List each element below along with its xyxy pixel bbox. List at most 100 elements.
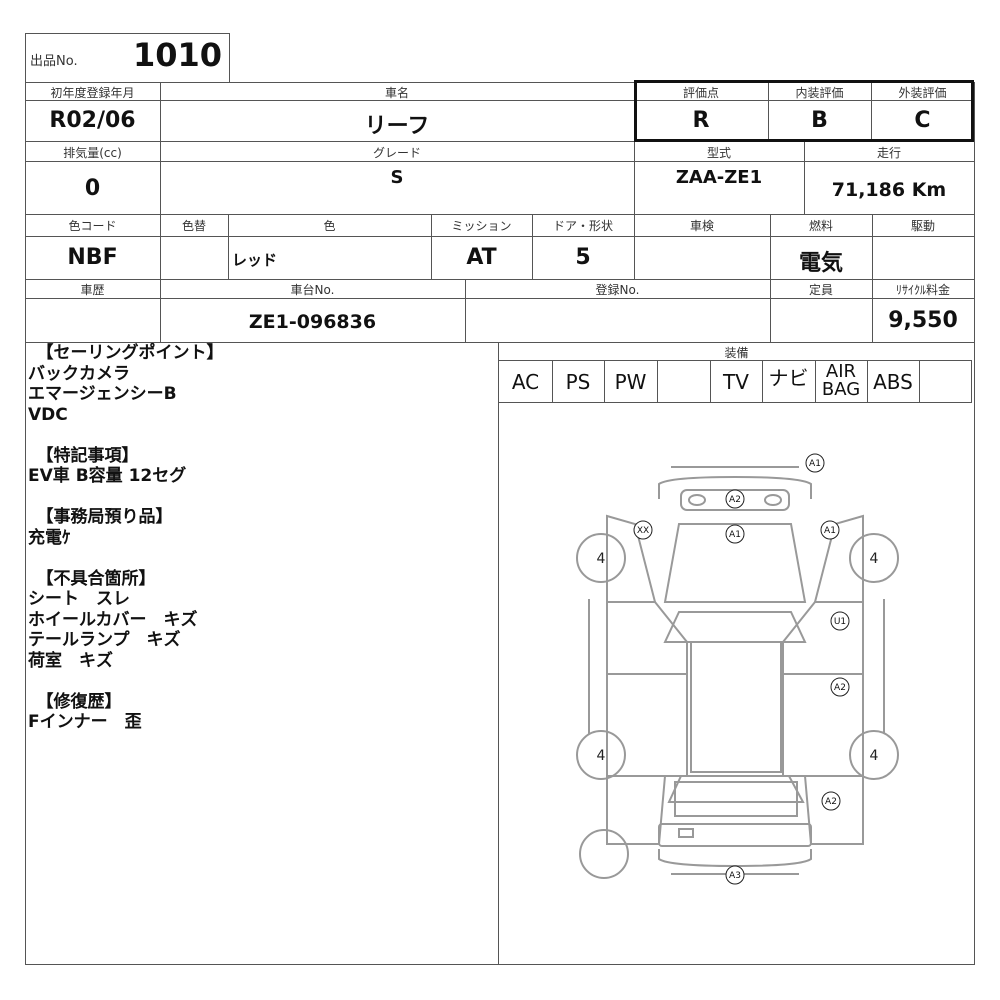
interior-value: B [811,108,828,133]
hline [25,342,975,343]
score-label: 評価点 [682,86,719,100]
tire-depth-rear-right: 4 [870,748,879,764]
trunk [674,781,798,817]
damage-mark-right-fender: A1 [824,526,836,536]
damage-mark-front-bumper: A1 [809,459,821,469]
color-change-label: 色替 [181,219,206,233]
hline [25,298,975,299]
mileage-value: 71,186 Km [831,179,947,201]
equipment-abs: ABS [873,370,913,394]
rear-window [667,775,805,803]
lot-box [25,33,230,83]
vline [465,279,466,342]
damage-mark-circle [633,520,653,540]
vline [498,342,499,965]
damage-mark-hood: A1 [729,530,741,540]
equipment-airbag: AIR BAG [821,361,861,400]
capacity-label: 定員 [808,283,833,297]
damage-mark-grille: A2 [729,495,741,505]
color-value: レッド [232,251,278,269]
damage-mark-right-rear-door: A2 [834,683,846,693]
displacement-label: 排気量(cc) [63,146,122,160]
hline [25,279,975,280]
vline [160,82,161,279]
equipment-row [499,360,972,403]
drive-label: 駆動 [910,219,935,233]
damage-mark-circle [725,865,745,885]
tire-rear-right [849,730,899,780]
first-reg-label: 初年度登録年月 [50,86,135,100]
vline [804,141,805,214]
rating-box [634,80,974,142]
exterior-label: 外装評価 [898,86,947,100]
equipment-ac: AC [511,370,540,394]
damage-mark-right-rear-fender: A2 [825,797,837,807]
displacement-value: 0 [84,176,101,201]
hline [25,236,975,237]
vline [770,214,771,342]
equipment-pw: PW [614,370,647,394]
mission-label: ミッション [451,219,512,233]
lot-number: 1010 [132,36,223,74]
grade-value: S [390,167,404,188]
rear-bumper [658,823,812,847]
mileage-label: 走行 [876,146,901,160]
vline [532,214,533,279]
fuel-value: 電気 [798,251,843,276]
vline [768,82,769,141]
vline [919,360,920,403]
vline [431,214,432,279]
car-damage-diagram: 4 4 4 4 A1 A2 XX A1 A1 U1 A2 A2 A3 [576,453,899,885]
hline [25,161,975,162]
chassis-value: ZE1-096836 [248,311,377,333]
score-value: R [692,108,710,133]
inspection-label: 車検 [689,219,714,233]
spare-tire [579,829,629,879]
equipment-ps: PS [565,370,591,394]
damage-mark-circle [725,489,745,509]
hline [25,100,975,101]
vline [710,360,711,403]
damage-mark-circle [830,677,850,697]
tire-depth-front-left: 4 [597,551,606,567]
hood [663,523,807,603]
damage-mark-circle [820,520,840,540]
fuel-label: 燃料 [808,219,833,233]
equipment-tv: TV [723,370,749,394]
tire-depth-rear-left: 4 [597,748,606,764]
mission-value: AT [466,245,497,270]
hline [25,141,975,142]
front-bumper [658,475,812,499]
vline [228,214,229,279]
damage-mark-right-front-door: U1 [834,617,846,627]
car-name-value: リーフ [364,114,430,139]
car-name-label: 車名 [384,86,409,100]
damage-mark-rear-bumper: A3 [729,871,741,881]
roof [690,641,782,773]
vline [604,360,605,403]
damage-mark-circle [725,524,745,544]
reg-no-label: 登録No. [595,283,640,297]
door-value: 5 [575,245,591,270]
grade-label: グレード [372,146,421,160]
tire-rear-left [576,730,626,780]
vline [552,360,553,403]
windshield [663,611,807,643]
rear-bumper-lower [658,849,812,868]
first-reg-value: R02/06 [49,108,136,133]
vline [657,360,658,403]
headlight-left [688,494,706,506]
damage-mark-circle [821,791,841,811]
rear-plate-light [678,828,694,838]
recycle-label: ﾘｻｲｸﾙ料金 [895,283,950,297]
damage-mark-circle [805,453,825,473]
vline [762,360,763,403]
vline [872,214,873,342]
vline [160,279,161,342]
hline [499,360,972,361]
equipment-label: 装備 [724,346,749,360]
damage-mark-circle [830,611,850,631]
damage-mark-left-fender: XX [637,526,649,536]
history-label: 車歴 [80,283,105,297]
color-code-value: NBF [67,245,118,270]
